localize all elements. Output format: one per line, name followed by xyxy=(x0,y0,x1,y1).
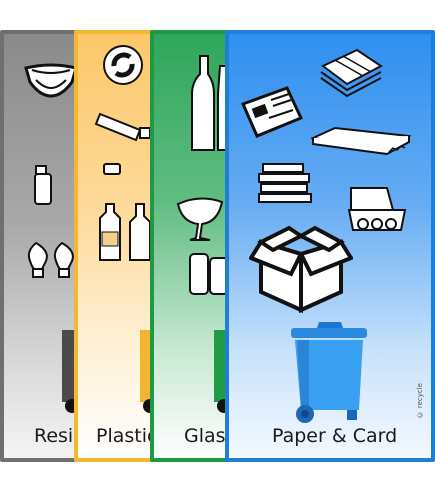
card-label: Glass xyxy=(184,425,236,447)
cardboard-box-icon xyxy=(249,225,353,314)
card-label: Paper & Card xyxy=(272,425,398,447)
bottle-cap-icon xyxy=(103,163,121,175)
credit-text: © recycle xyxy=(416,382,424,418)
cardboard-sheet-icon xyxy=(311,126,411,156)
glass-bottles-icon xyxy=(191,55,229,151)
newspaper-icon xyxy=(240,86,304,138)
paper-stack-icon xyxy=(320,48,383,98)
recycle-symbol-icon xyxy=(103,45,143,85)
cans-icon xyxy=(189,253,229,295)
lighter-icon xyxy=(34,165,52,205)
books-icon xyxy=(258,163,312,203)
light-bulb-icon xyxy=(27,241,74,278)
paper-bin-icon xyxy=(291,322,367,423)
egg-box-icon xyxy=(347,187,407,231)
tube-icon xyxy=(94,112,151,142)
card-paper: © recycle Paper & Card xyxy=(225,30,435,462)
wine-glass-icon xyxy=(176,197,224,241)
plastic-bottles-icon xyxy=(99,203,151,261)
nappy-icon xyxy=(24,63,78,98)
